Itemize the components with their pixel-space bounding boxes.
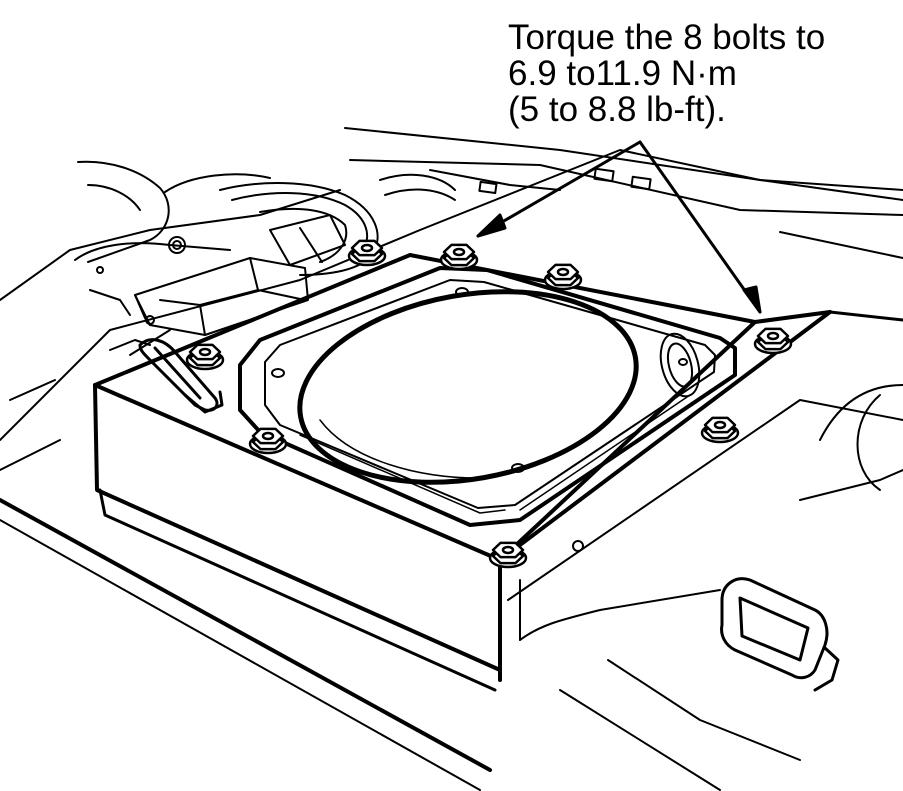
cover-holes: [271, 287, 525, 473]
callout-line-1: Torque the 8 bolts to: [508, 18, 826, 57]
bolt-cover-7: [185, 343, 225, 371]
electrical-connector: [109, 257, 309, 356]
floor-panel-background: [0, 127, 903, 471]
wiring-harness: [219, 173, 456, 276]
bolt-cover-5: [488, 541, 528, 569]
cover-opening: [297, 289, 639, 485]
access-cover-plate: [238, 266, 737, 527]
bolt-cover-6: [248, 427, 288, 455]
rear-floor-panel: [0, 253, 903, 791]
oval-drain-slot: [659, 332, 701, 398]
callout-arrows: [476, 140, 762, 314]
bolt-group: [185, 239, 793, 569]
bolt-cover-1: [439, 243, 479, 271]
tie-down-hook-right: [720, 577, 840, 692]
callout-line-2: 6.9 to11.9 N·m: [508, 54, 737, 93]
bolt-cover-4: [700, 416, 740, 444]
callout-line-3: (5 to 8.8 lb-ft).: [508, 90, 726, 129]
bolt-cover-8: [347, 239, 387, 267]
bolt-cover-2: [543, 263, 583, 291]
bolt-cover-3: [753, 327, 793, 355]
left-housing: [74, 160, 271, 325]
torque-callout: Torque the 8 bolts to 6.9 to11.9 N·m (5 …: [508, 20, 898, 128]
